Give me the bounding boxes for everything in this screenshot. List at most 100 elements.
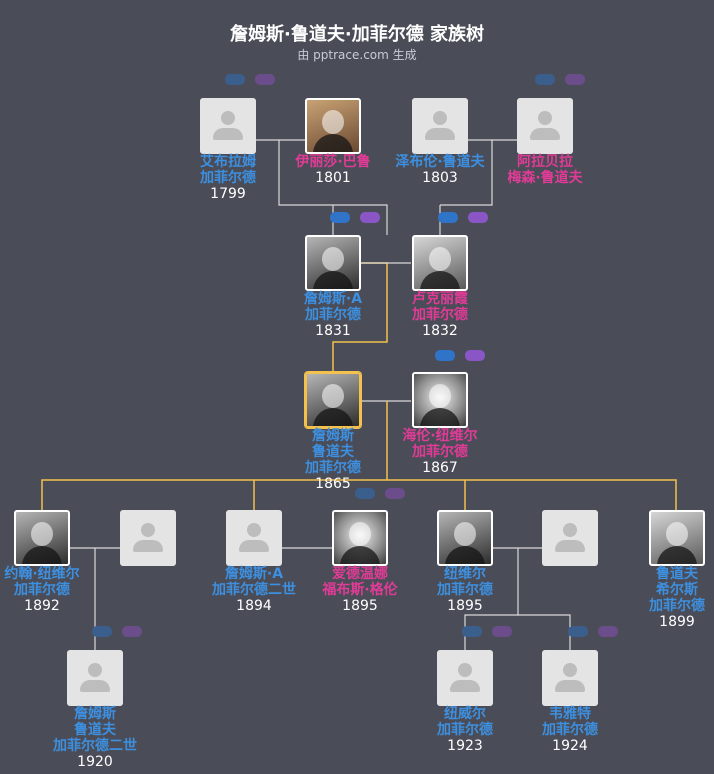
person-name-line: 纽维尔	[444, 566, 486, 582]
person-birth-year: 1799	[210, 186, 246, 202]
person-placeholder-icon[interactable]	[542, 650, 598, 706]
person-placeholder-icon[interactable]	[437, 650, 493, 706]
person-name-line: 韦雅特	[549, 706, 591, 722]
person-name-line: 加菲尔德	[200, 170, 256, 186]
person-portrait[interactable]	[332, 510, 388, 566]
person-birth-year: 1865	[315, 476, 351, 492]
person-name-line: 约翰·纽维尔	[4, 566, 80, 582]
person-name-line: 爱德温娜	[332, 566, 388, 582]
person-name-line: 加菲尔德	[542, 722, 598, 738]
person-placeholder-icon[interactable]	[120, 510, 176, 566]
expand-mother-toggle-0[interactable]	[255, 74, 275, 85]
person-name-line: 加菲尔德二世	[212, 582, 296, 598]
person-name-line: 希尔斯	[656, 582, 698, 598]
person-name-line: 加菲尔德	[412, 444, 468, 460]
person-birth-year: 1923	[447, 738, 483, 754]
person-portrait[interactable]	[305, 235, 361, 291]
expand-mother-toggle-7[interactable]	[492, 626, 512, 637]
person-name-line: 詹姆斯	[312, 428, 354, 444]
person-name-line: 鲁道夫	[312, 444, 354, 460]
person-name-line: 卢克丽霞	[412, 291, 468, 307]
expand-mother-toggle-8[interactable]	[598, 626, 618, 637]
person-birth-year: 1920	[77, 754, 113, 770]
expand-mother-toggle-4[interactable]	[465, 350, 485, 361]
connector-children-bar	[41, 479, 677, 510]
person-birth-year: 1895	[447, 598, 483, 614]
expand-mother-toggle-3[interactable]	[468, 212, 488, 223]
person-birth-year: 1894	[236, 598, 272, 614]
person-name-line: 鲁道夫	[74, 722, 116, 738]
person-portrait[interactable]	[412, 372, 468, 428]
person-placeholder-icon[interactable]	[517, 98, 573, 154]
person-name-line: 加菲尔德	[305, 460, 361, 476]
person-birth-year: 1895	[342, 598, 378, 614]
person-placeholder-icon[interactable]	[412, 98, 468, 154]
person-name-line: 加菲尔德	[437, 722, 493, 738]
page-subtitle: 由 pptrace.com 生成	[297, 48, 417, 62]
expand-mother-toggle-1[interactable]	[565, 74, 585, 85]
person-portrait[interactable]	[649, 510, 705, 566]
person-placeholder-icon[interactable]	[542, 510, 598, 566]
expand-father-toggle-5[interactable]	[355, 488, 375, 499]
person-name-line: 梅森·鲁道夫	[507, 170, 583, 186]
person-name-line: 纽威尔	[444, 706, 486, 722]
expand-father-toggle-8[interactable]	[568, 626, 588, 637]
person-portrait[interactable]	[14, 510, 70, 566]
person-birth-year: 1831	[315, 323, 351, 339]
person-name-line: 加菲尔德	[412, 307, 468, 323]
person-name-line: 加菲尔德	[437, 582, 493, 598]
person-name-line: 加菲尔德	[649, 598, 705, 614]
person-name-line: 艾布拉姆	[200, 154, 256, 170]
person-name-line: 加菲尔德	[305, 307, 361, 323]
person-name-line: 泽布伦·鲁道夫	[395, 154, 485, 170]
person-portrait[interactable]	[412, 235, 468, 291]
expand-father-toggle-3[interactable]	[438, 212, 458, 223]
expand-father-toggle-1[interactable]	[535, 74, 555, 85]
person-name-line: 福布斯·格伦	[322, 582, 398, 598]
page-title: 詹姆斯·鲁道夫·加菲尔德 家族树	[230, 24, 484, 45]
person-portrait[interactable]	[305, 372, 361, 428]
expand-mother-toggle-5[interactable]	[385, 488, 405, 499]
person-name-line: 阿拉贝拉	[517, 154, 573, 170]
person-label: 阿拉贝拉梅森·鲁道夫	[475, 154, 615, 186]
person-name-line: 鲁道夫	[656, 566, 698, 582]
connector-newell-child2	[518, 614, 571, 650]
person-name-line: 加菲尔德二世	[53, 738, 137, 754]
expand-father-toggle-2[interactable]	[330, 212, 350, 223]
person-name-line: 海伦·纽维尔	[402, 428, 478, 444]
person-placeholder-icon[interactable]	[67, 650, 123, 706]
person-name-line: 詹姆斯·A	[303, 291, 363, 307]
person-birth-year: 1801	[315, 170, 351, 186]
person-portrait[interactable]	[305, 98, 361, 154]
person-birth-year: 1867	[422, 460, 458, 476]
person-name-line: 詹姆斯·A	[224, 566, 284, 582]
expand-father-toggle-0[interactable]	[225, 74, 245, 85]
person-birth-year: 1803	[422, 170, 458, 186]
expand-father-toggle-4[interactable]	[435, 350, 455, 361]
person-birth-year: 1892	[24, 598, 60, 614]
expand-mother-toggle-6[interactable]	[122, 626, 142, 637]
person-placeholder-icon[interactable]	[226, 510, 282, 566]
person-birth-year: 1899	[659, 614, 695, 630]
expand-father-toggle-6[interactable]	[92, 626, 112, 637]
person-placeholder-icon[interactable]	[200, 98, 256, 154]
person-portrait[interactable]	[437, 510, 493, 566]
expand-father-toggle-7[interactable]	[462, 626, 482, 637]
expand-mother-toggle-2[interactable]	[360, 212, 380, 223]
